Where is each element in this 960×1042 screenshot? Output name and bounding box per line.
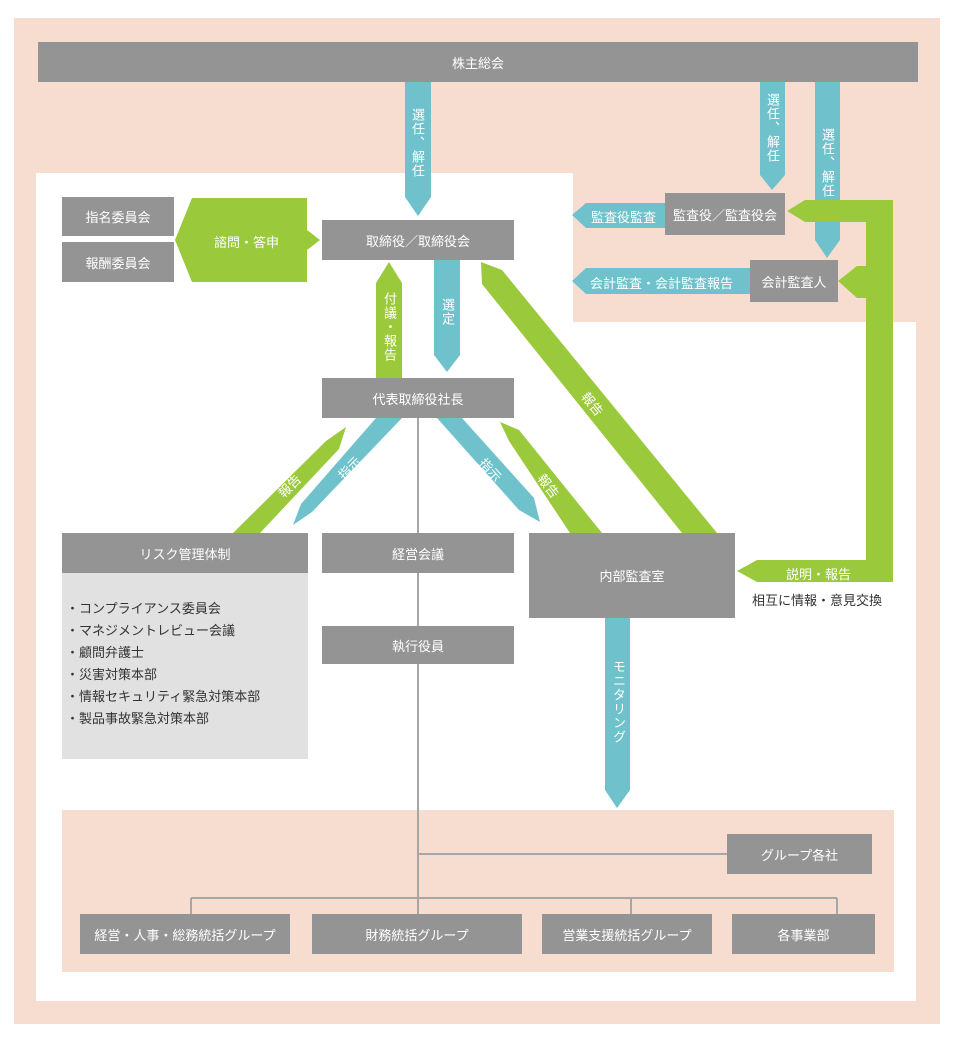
arrow-shareholders-to-auditors	[760, 82, 785, 190]
internal-audit-office: 内部監査室	[529, 533, 735, 618]
arrow-shareholders-to-board	[405, 82, 431, 216]
group-management-hr: 経営・人事・総務統括グループ	[80, 914, 290, 954]
arrow-auditors-audit	[572, 203, 665, 228]
list-item: ・情報セキュリティ緊急対策本部	[66, 690, 261, 705]
label-accounting-audit: 会計監査・会計監査報告	[590, 277, 734, 292]
label-appoint: 選定	[439, 298, 454, 326]
auditors-board: 監査役／監査役会	[665, 193, 785, 235]
list-item: ・顧問弁護士	[66, 646, 145, 661]
accounting-auditor: 会計監査人	[750, 260, 838, 302]
business-divisions: 各事業部	[732, 914, 875, 954]
arrow-mutual-exchange	[737, 200, 893, 582]
label-monitoring: モニタリング	[610, 660, 625, 744]
management-meeting: 経営会議	[322, 533, 514, 573]
label-mutual-exchange: 相互に情報・意見交換	[752, 594, 883, 609]
group-sales-support: 営業支援統括グループ	[542, 914, 712, 954]
arrow-audit-report-president	[500, 422, 602, 533]
label-auditors-audit: 監査役監査	[591, 211, 657, 226]
arrow-monitoring	[605, 618, 630, 808]
group-finance: 財務統括グループ	[312, 914, 522, 954]
list-item: ・災害対策本部	[66, 668, 158, 683]
president: 代表取締役社長	[322, 378, 514, 418]
group-companies: グループ各社	[727, 834, 872, 874]
list-item: ・製品事故緊急対策本部	[66, 712, 210, 727]
arrow-president-report-board	[376, 262, 402, 378]
connector-lines	[190, 418, 838, 914]
board-of-directors: 取締役／取締役会	[322, 220, 514, 260]
label-elect-dismiss-board: 選任、解任	[409, 108, 424, 178]
label-consult-report: 諮問・答申	[214, 236, 280, 251]
arrow-accounting-audit-report	[572, 268, 750, 294]
shareholders-meeting: 株主総会	[38, 42, 918, 82]
arrow-president-instruct-audit	[437, 418, 540, 522]
list-item: ・マネジメントレビュー会議	[66, 624, 236, 639]
label-elect-dismiss-auditors: 選任、解任	[764, 93, 779, 163]
risk-management: リスク管理体制	[62, 533, 308, 573]
label-explain-report: 説明・報告	[786, 568, 852, 583]
inner-white-area	[36, 173, 916, 1001]
nomination-committee: 指名委員会	[62, 197, 174, 236]
arrow-president-instruct-risk	[293, 418, 402, 525]
arrow-board-appoint-president	[434, 260, 460, 372]
label-submit-report: 付議・報告	[381, 292, 396, 362]
list-item: ・コンプライアンス委員会	[66, 602, 221, 617]
arrow-consult-report	[175, 198, 320, 282]
label-elect-dismiss-accounting: 選任、解任	[819, 128, 834, 198]
compensation-committee: 報酬委員会	[62, 242, 174, 282]
arrow-risk-report-president	[233, 427, 346, 533]
executive-officers: 執行役員	[322, 626, 514, 664]
risk-items-list: ・コンプライアンス委員会 ・マネジメントレビュー会議 ・顧問弁護士 ・災害対策本…	[62, 573, 308, 759]
arrow-audit-report-board	[481, 262, 717, 533]
